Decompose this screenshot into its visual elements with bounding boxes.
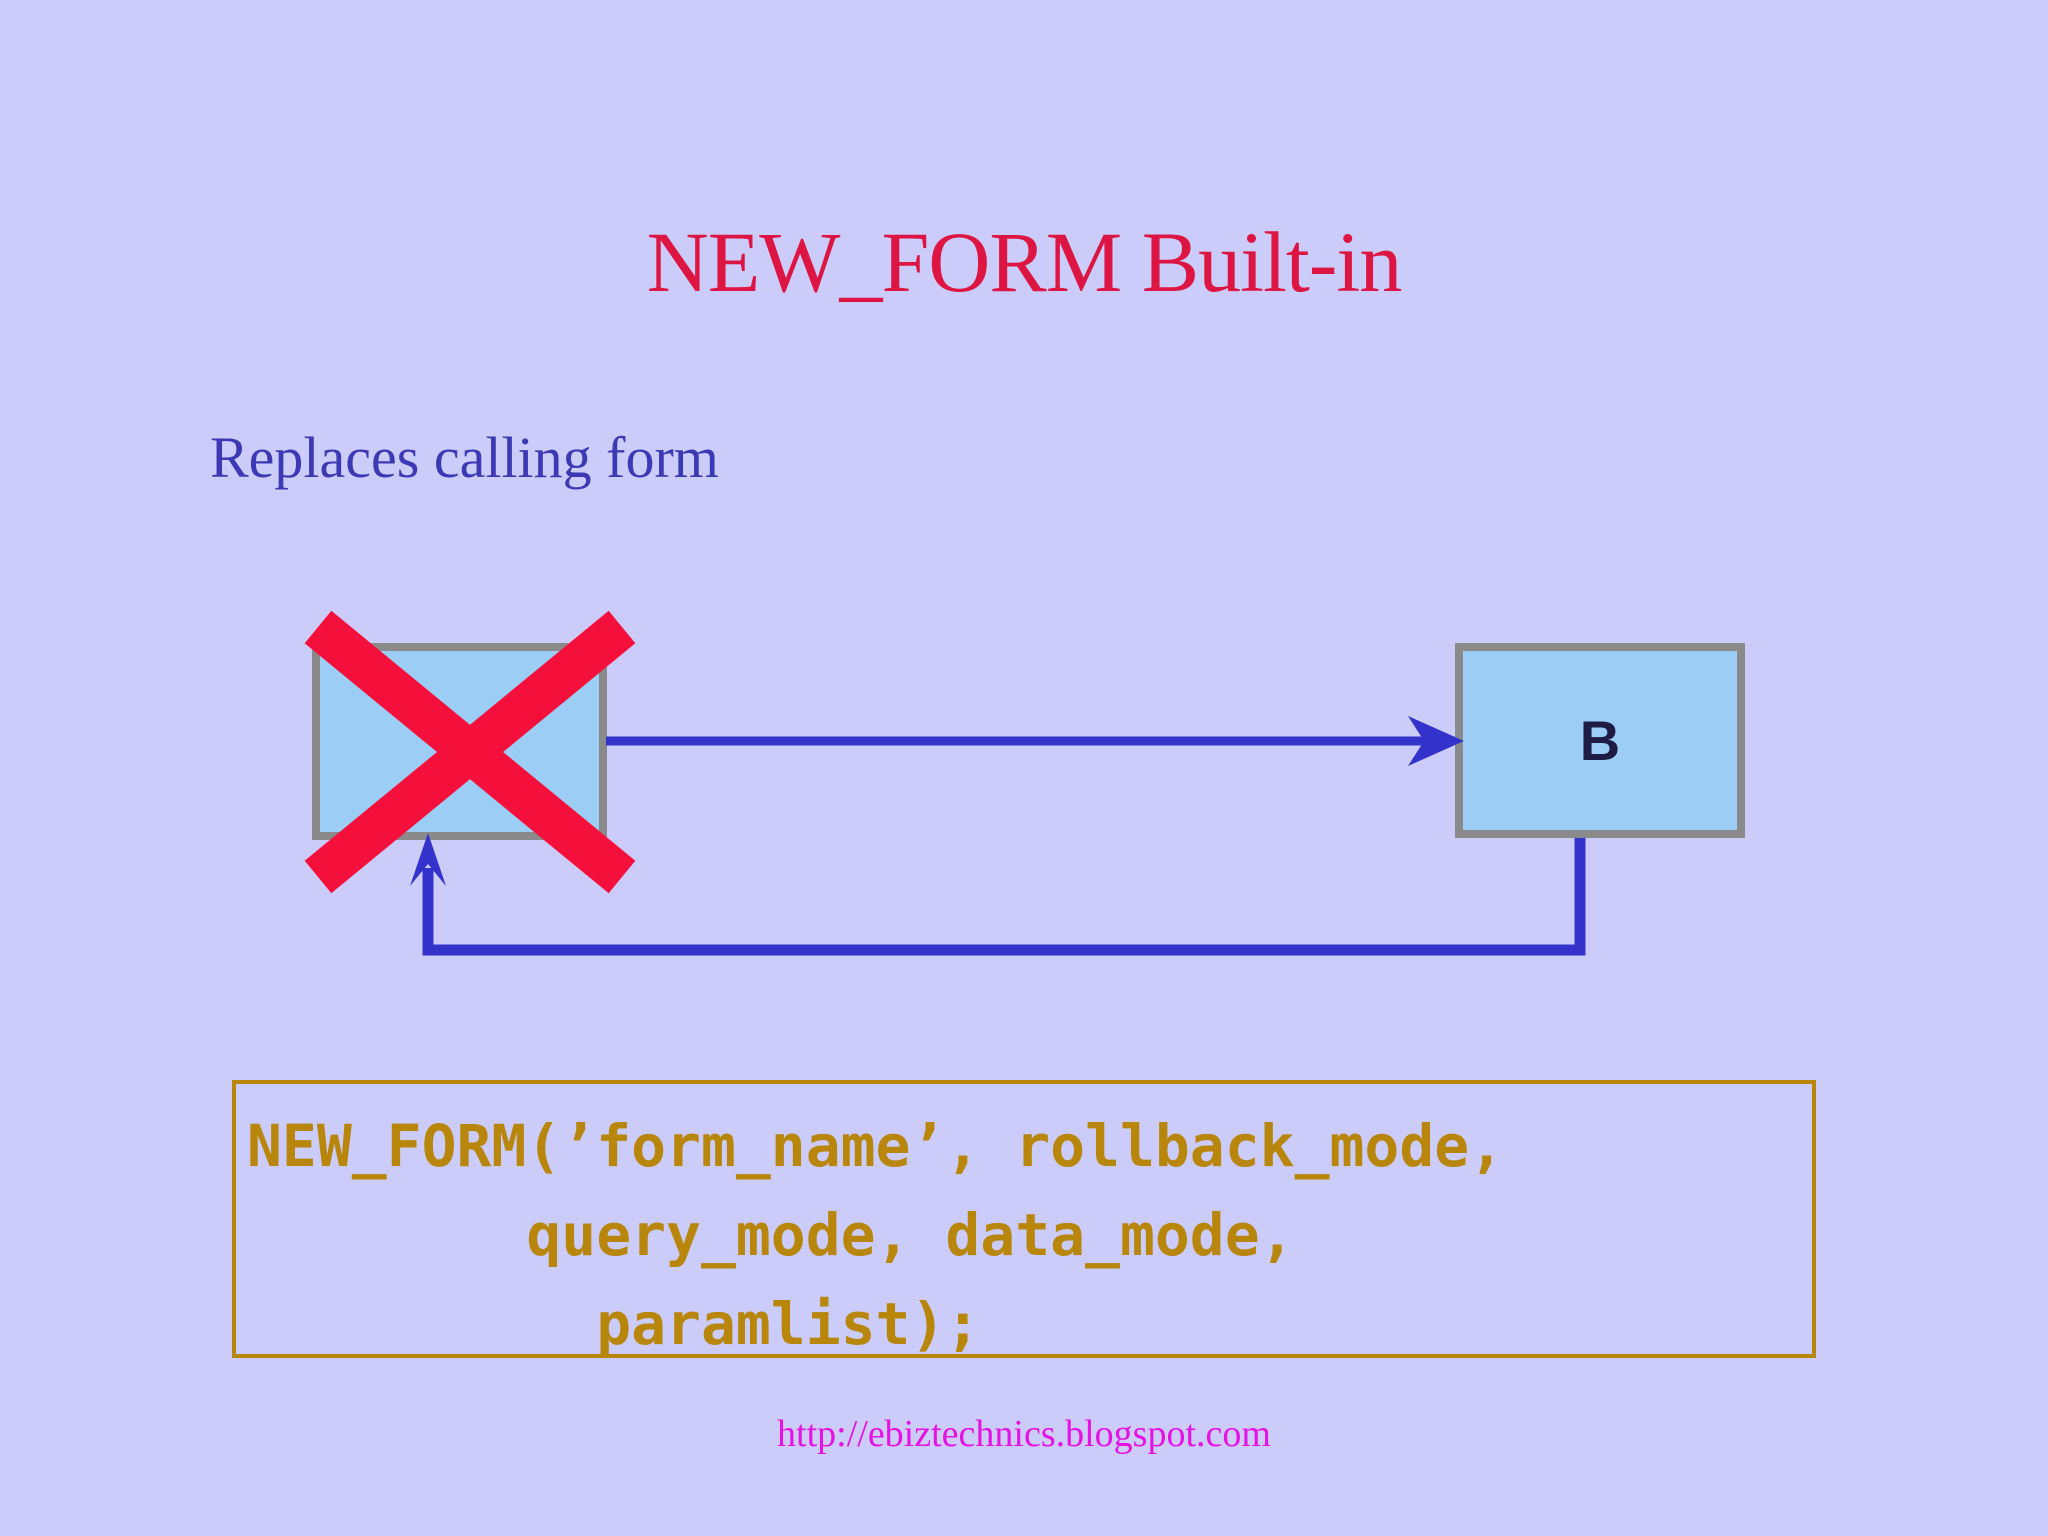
code-snippet: NEW_FORM(’form_name’, rollback_mode, que… — [247, 1102, 1504, 1369]
code-box: NEW_FORM(’form_name’, rollback_mode, que… — [232, 1080, 1816, 1358]
code-line: NEW_FORM(’form_name’, rollback_mode, — [247, 1112, 1505, 1180]
code-line: paramlist); — [247, 1290, 981, 1358]
forward-arrow — [606, 716, 1464, 766]
slide-title: NEW_FORM Built-in — [646, 214, 1403, 310]
code-line: query_mode, data_mode, — [247, 1201, 1295, 1269]
called-form-label: B — [1579, 709, 1621, 772]
calling-form-box — [312, 643, 607, 840]
slide-subtitle: Replaces calling form — [210, 425, 719, 490]
footer-url: http://ebiztechnics.blogspot.com — [777, 1413, 1271, 1455]
called-form-box: B — [1455, 643, 1745, 838]
return-arrow — [410, 833, 1586, 956]
